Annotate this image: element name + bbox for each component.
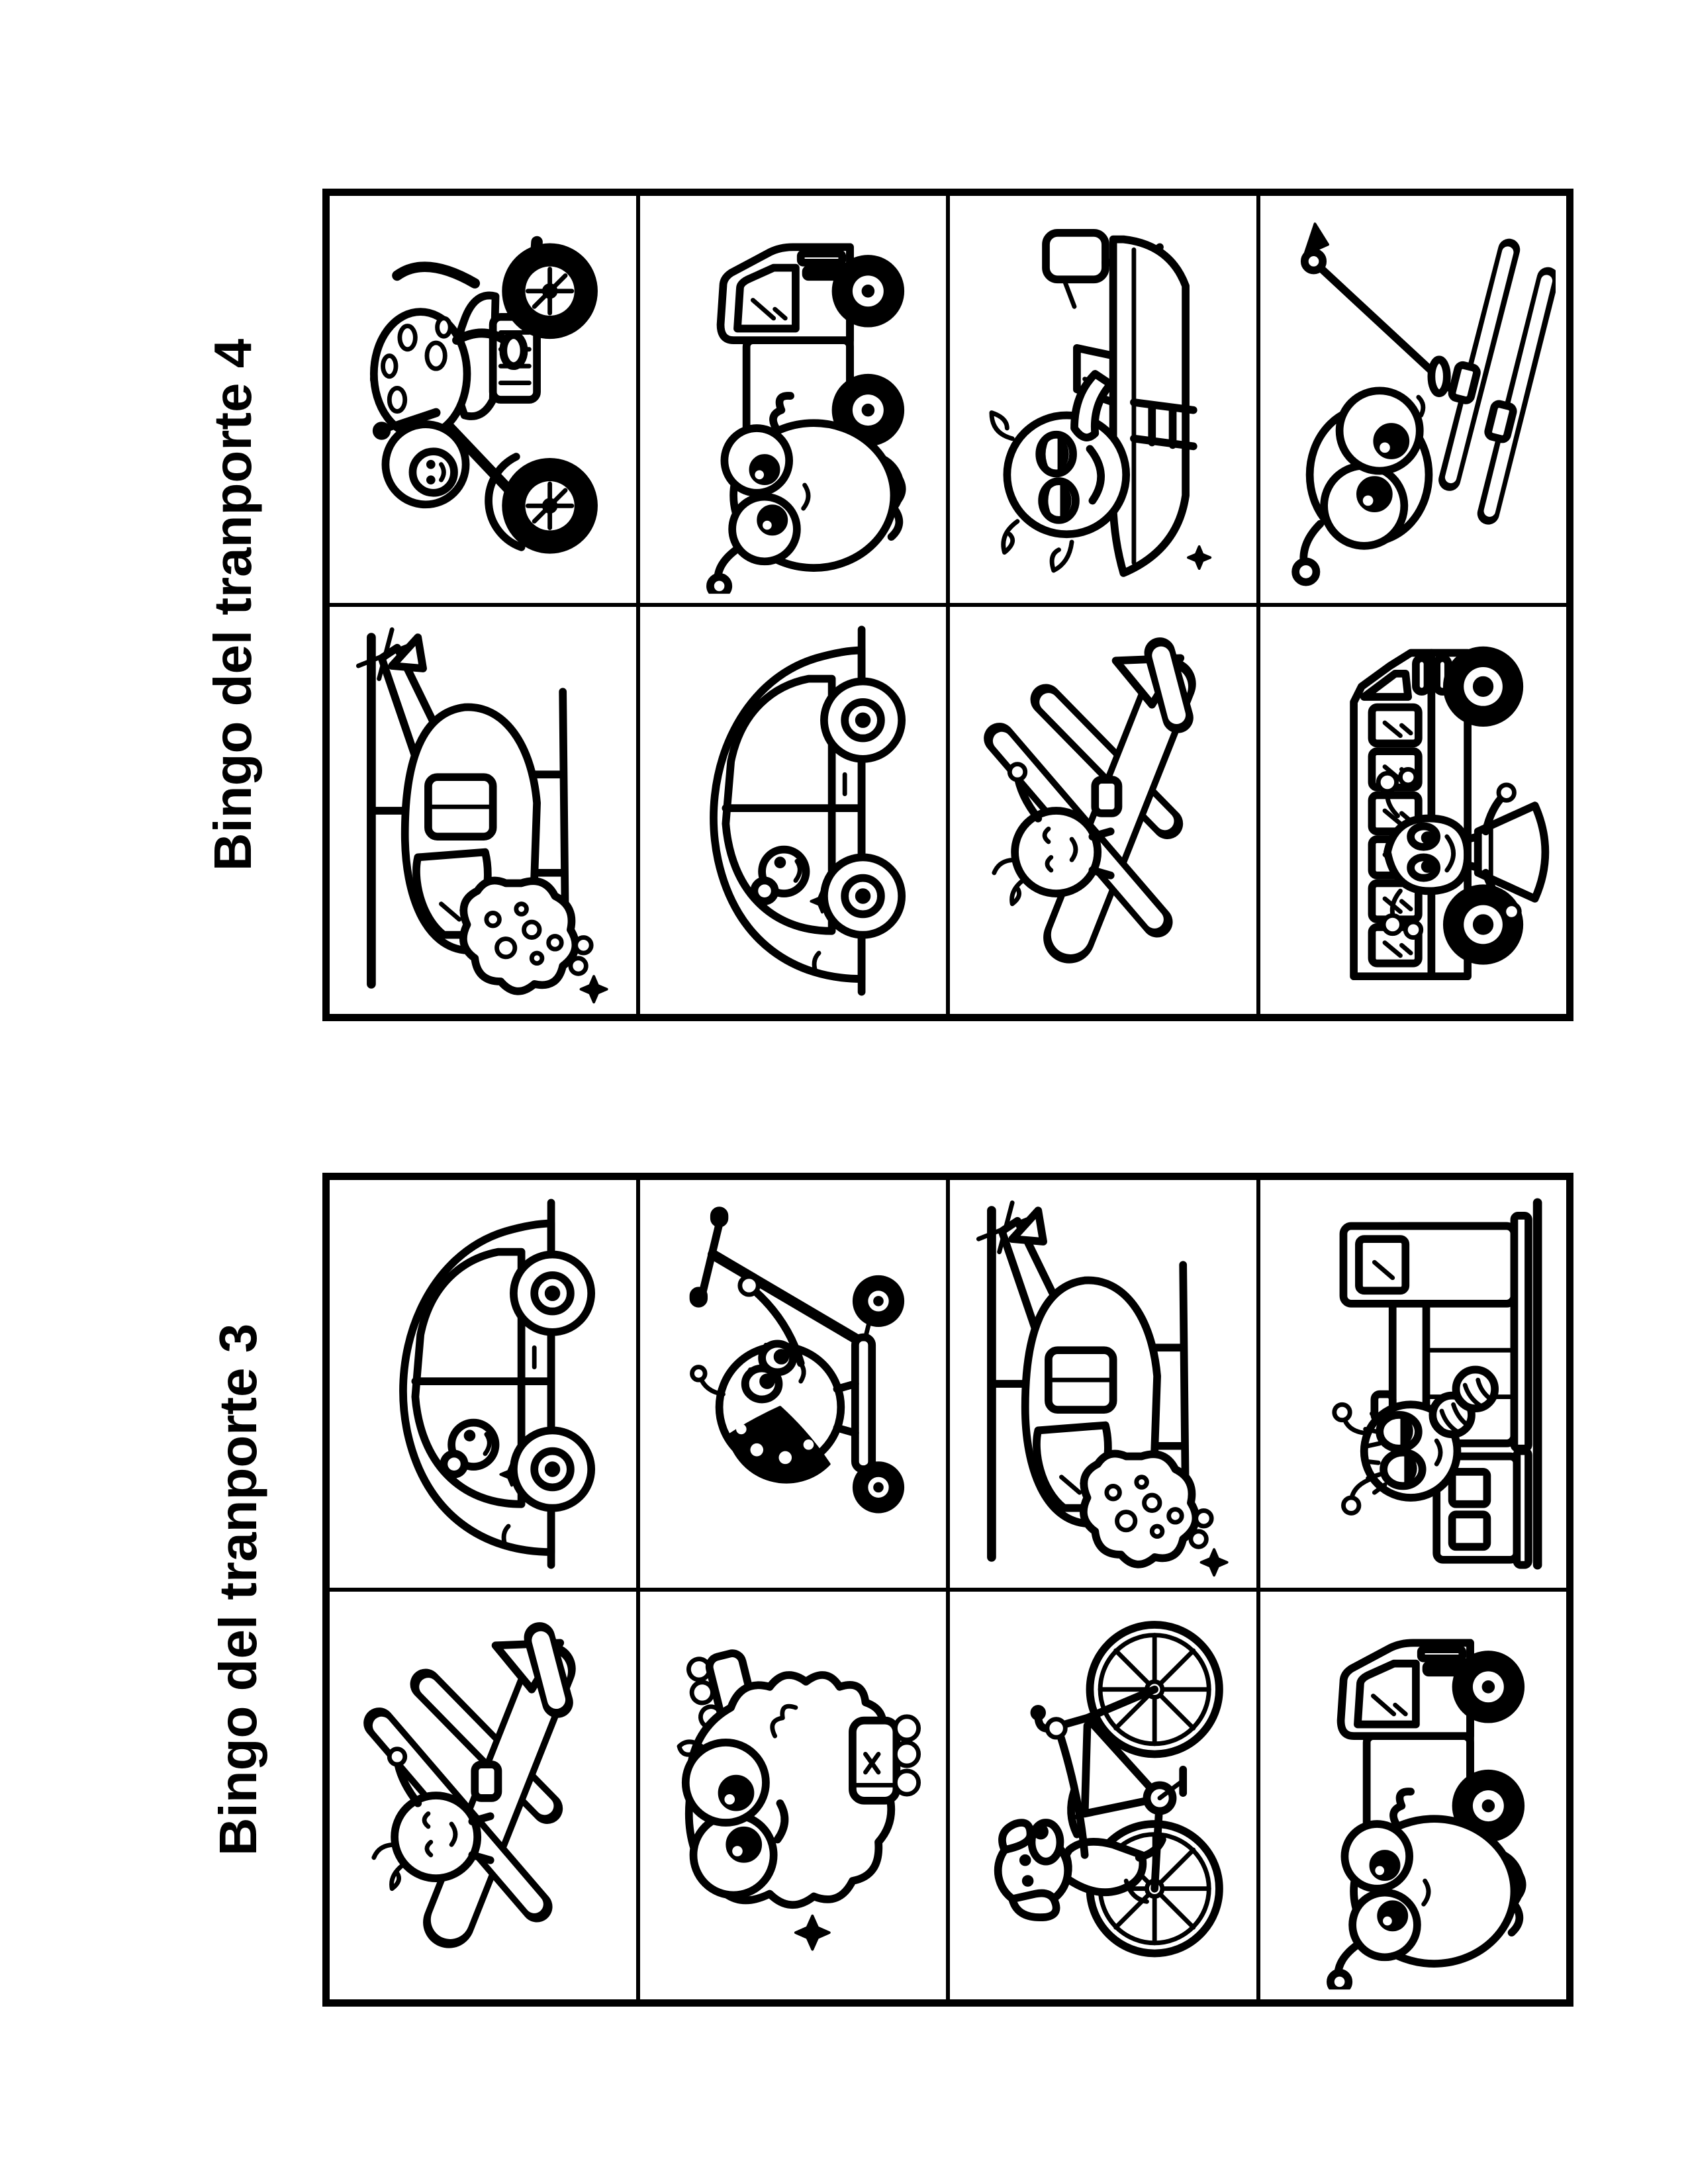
cell-motorcycle [328,194,638,605]
cell-truck [1258,1590,1568,2001]
card-3-title: Bingo del tranporte 3 [209,1323,267,1856]
cell-speedboat [948,194,1258,605]
cell-roller-skates [637,1590,948,2001]
car-illustration [340,1185,625,1582]
cell-helicopter [328,605,638,1016]
cell-truck [637,194,948,605]
truck-illustration [651,201,935,598]
cell-car [328,1178,638,1590]
cell-airplane [328,1590,638,2001]
cell-airplane [948,605,1258,1016]
cell-school-bus [1258,605,1568,1016]
cell-skis [1258,194,1568,605]
cell-helicopter [948,1178,1258,1590]
motorcycle-illustration [340,201,625,598]
car-illustration [651,612,935,1009]
speedboat-illustration [961,201,1245,598]
cell-scooter [637,1178,948,1590]
scooter-illustration [651,1185,935,1582]
bicycle-illustration [961,1597,1245,1994]
roller-skates-illustration [651,1597,935,1994]
helicopter-illustration [340,612,625,1009]
card-4-title: Bingo del tranporte 4 [203,338,262,872]
airplane-illustration [340,1597,625,1994]
card-3-grid [322,1173,1573,2007]
school-bus-illustration [1271,612,1556,1009]
train-illustration [1271,1185,1556,1582]
cell-train [1258,1178,1568,1590]
helicopter-illustration [961,1185,1245,1582]
cell-bicycle [948,1590,1258,2001]
skis-illustration [1271,201,1556,598]
card-4-grid [322,189,1573,1021]
truck-illustration [1271,1597,1556,1994]
airplane-illustration [961,612,1245,1009]
cell-car [637,605,948,1016]
